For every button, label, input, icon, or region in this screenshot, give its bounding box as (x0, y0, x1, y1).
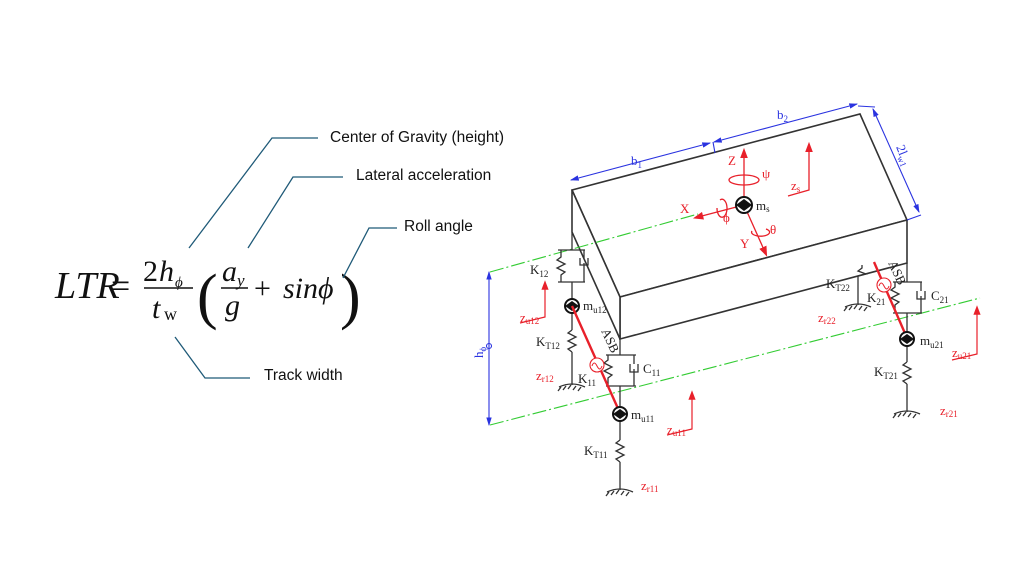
spring-kt21 (901, 361, 913, 385)
dim-b2-label: b2 (777, 107, 788, 124)
phi-rotation (716, 198, 728, 218)
mu21-label: mu21 (920, 333, 944, 350)
spring-kt11 (614, 439, 626, 463)
dimension-lines (485, 103, 922, 427)
leader-cog (188, 137, 318, 249)
zu12-label: zu12 (520, 310, 539, 326)
ground-22 (843, 303, 872, 312)
zr21-label: zr21 (940, 403, 958, 419)
ms-label: ms (756, 198, 770, 214)
callout-roll-label: Roll angle (404, 218, 473, 235)
spring-kt12 (566, 329, 578, 353)
psi-rotation (728, 174, 760, 186)
zu21-label: zu21 (952, 345, 971, 361)
k12-label: K12 (530, 262, 548, 279)
callout-track-label: Track width (264, 367, 343, 384)
dim-2lw-ext2 (906, 214, 922, 221)
cog-mass-symbol (735, 196, 753, 214)
zs-label: zs (791, 178, 801, 194)
c11-label: C11 (643, 361, 660, 378)
asb-actuator-21-wave (878, 282, 890, 290)
callout-lateral-label: Lateral acceleration (356, 167, 492, 184)
zr12-label: zr12 (536, 368, 554, 384)
eq-num-sub: ϕ (175, 275, 183, 291)
dim-2lw-label: 2lw1 (891, 143, 915, 169)
eq-inner-den: g (225, 289, 240, 322)
eq-sin-term: sinϕ (283, 272, 334, 305)
eq-open-paren: ( (197, 263, 218, 331)
dim-tick (712, 141, 716, 154)
dim-b1-label: b1 (631, 153, 642, 170)
mass-mu21 (899, 331, 915, 347)
callout-cog-label: Center of Gravity (height) (330, 129, 505, 146)
ground-12 (557, 383, 586, 392)
eq-num-coef: 2 (143, 255, 158, 288)
kt12-label: KT12 (536, 334, 560, 351)
theta-rotation (750, 228, 771, 237)
eq-equals: = (111, 268, 130, 305)
eq-close-paren: ) (340, 263, 361, 331)
zu21-arrow (951, 305, 981, 361)
asb-actuator-11-wave (591, 362, 603, 370)
eq-inner-num-sub: y (235, 271, 245, 290)
k21-label: K21 (867, 290, 885, 307)
dim-b2 (712, 103, 859, 143)
spring-k21 (889, 282, 901, 313)
upper-centerline (489, 213, 699, 273)
theta-label: θ (770, 222, 776, 237)
z-axis-label: Z (728, 153, 736, 168)
spring-k12 (555, 250, 567, 282)
zr11-label: zr11 (641, 478, 658, 494)
y-axis-label: Y (740, 236, 750, 251)
dim-h-label: hϕ (471, 347, 488, 359)
suspension-22 (843, 265, 872, 312)
kt22-label: KT22 (826, 276, 850, 293)
dim-b1 (569, 142, 712, 181)
ground-11 (605, 488, 634, 497)
suspension-12 (555, 232, 589, 392)
eq-den-var: t (152, 292, 161, 325)
kt11-label: KT11 (584, 443, 608, 460)
c21-label: C21 (931, 288, 949, 305)
mu12-label: mu12 (583, 298, 607, 315)
phi-label: ϕ (723, 210, 730, 225)
eq-num-var: h (159, 255, 174, 288)
eq-inner-num: a (222, 255, 237, 288)
eq-plus: + (254, 272, 271, 305)
zu11-arrow (666, 390, 696, 436)
dim-2lw-ext1 (857, 105, 876, 108)
dim-h-mid (485, 342, 493, 350)
mu11-label: mu11 (631, 407, 654, 424)
ltr-equation: LTR = 2 h ϕ t w ( a y g + sinϕ ) (54, 255, 361, 331)
zr22-label: zr22 (818, 310, 836, 326)
ground-21 (892, 410, 921, 419)
suspension-11 (602, 339, 639, 497)
callout-leaders (174, 137, 397, 379)
dim-2lw (872, 107, 920, 214)
spring-k11 (602, 355, 614, 386)
zu12-arrow (519, 280, 549, 324)
leader-track (174, 336, 250, 379)
mass-mu11 (612, 406, 628, 422)
x-axis-label: X (680, 201, 690, 216)
leader-lateral (247, 176, 343, 249)
zs-arrow (787, 141, 813, 197)
k11-label: K11 (578, 371, 596, 388)
zu11-label: zu11 (667, 422, 686, 438)
eq-lhs: LTR (54, 265, 120, 307)
anti-roll-bar-rear (872, 261, 909, 339)
kt21-label: KT21 (874, 364, 898, 381)
leader-roll (342, 227, 397, 279)
eq-den-sub: w (164, 304, 177, 324)
suspension-21 (889, 263, 926, 419)
psi-label: ψ (762, 166, 770, 181)
spring-kt22 (856, 265, 869, 277)
